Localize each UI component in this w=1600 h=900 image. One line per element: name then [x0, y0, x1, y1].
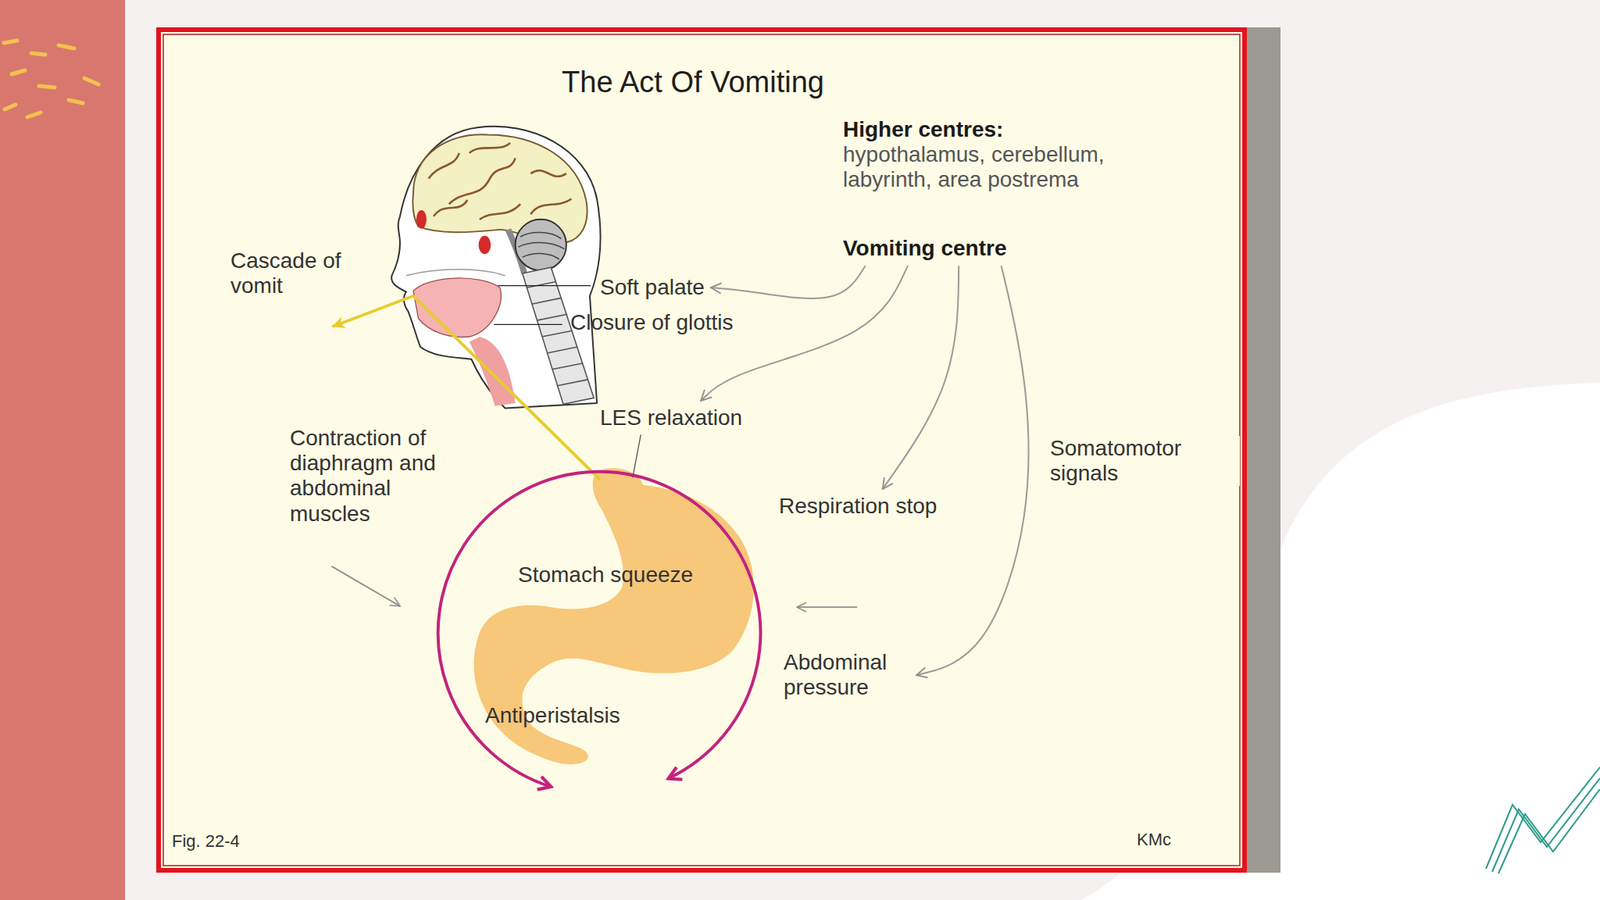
- panel-inner-line: [163, 34, 1240, 866]
- signal-arrow: [916, 265, 1029, 675]
- leader-line: [497, 285, 591, 286]
- node-text: Respiration stop: [778, 493, 937, 519]
- cerebellum: [515, 219, 567, 271]
- node-body: hypothalamus, cerebellum, labyrinth, are…: [842, 142, 1165, 193]
- figure-number: Fig. 22-4: [169, 831, 243, 851]
- nasal-cavity: [406, 269, 506, 276]
- signal-label: Somatomotor signals: [1047, 435, 1240, 486]
- effect-label-box: LES relaxation: [596, 403, 746, 433]
- figure-panel: [158, 29, 1245, 871]
- side-band: [0, 0, 125, 900]
- leader-line: [493, 324, 563, 325]
- cerebellum-folia: [518, 232, 565, 259]
- head-outline: [391, 126, 601, 409]
- node-text: Abdominal pressure: [783, 650, 911, 700]
- muscle-label: Contraction of diaphragm and abdominal m…: [287, 425, 445, 527]
- contraction-arrow: [331, 566, 400, 607]
- node-text: Soft palate: [600, 275, 705, 300]
- effect-label-box: Respiration stop: [775, 492, 940, 521]
- stomach-label: Antiperistalsis: [482, 703, 623, 729]
- stomach-label: Stomach squeeze: [515, 562, 696, 588]
- decor-zigzag: [1485, 767, 1600, 874]
- red-spot: [416, 210, 427, 229]
- signal-arrow: [882, 265, 960, 490]
- squeeze-circle: [438, 471, 761, 787]
- decor-dashes: [3, 40, 99, 118]
- pressure-arrow: [796, 606, 858, 608]
- higher-centres-box: Higher centres:hypothalamus, cerebellum,…: [839, 115, 1168, 195]
- vomiting-centre-box: Vomiting centre: [839, 234, 1011, 263]
- diagram-title: The Act Of Vomiting: [456, 65, 930, 100]
- effect-label-box: Soft palate: [596, 273, 708, 302]
- author-mark: KMc: [1134, 829, 1174, 850]
- brain: [412, 134, 587, 243]
- effect-label-box: Abdominal pressure: [780, 648, 914, 702]
- vomit-arrow: [332, 296, 414, 327]
- node-text: Vomiting centre: [842, 235, 1008, 261]
- pharynx: [469, 336, 516, 407]
- brain-gyri: [428, 142, 572, 220]
- red-spot: [478, 235, 492, 255]
- anatomy-label: Closure of glottis: [567, 310, 736, 336]
- vomit-label: Cascade of vomit: [228, 248, 350, 299]
- panel-shadow: [1246, 27, 1281, 873]
- node-text: LES relaxation: [600, 405, 743, 431]
- stomach: [474, 467, 754, 765]
- signal-arrow: [710, 265, 866, 299]
- spine: [522, 267, 594, 404]
- node-text: Higher centres:: [842, 117, 1165, 143]
- leader-line: [632, 434, 641, 478]
